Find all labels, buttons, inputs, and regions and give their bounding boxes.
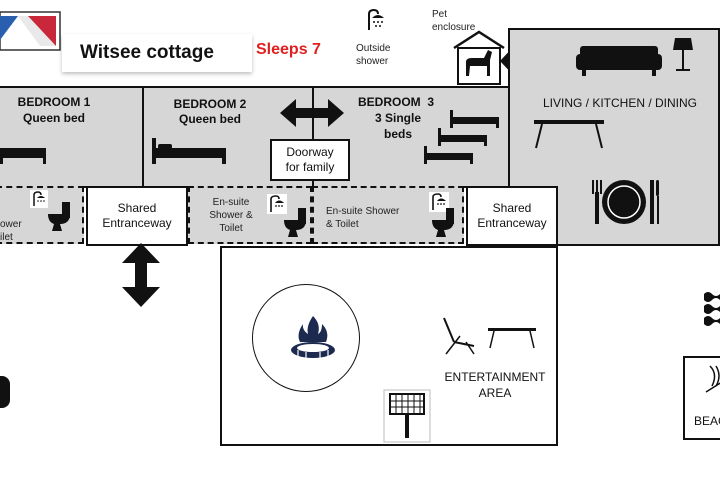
bedroom-1-bed: Queen bed bbox=[22, 111, 85, 125]
lounge-chair-icon bbox=[443, 317, 475, 355]
firepit-circle bbox=[252, 284, 360, 392]
outside-shower-label: Outside shower bbox=[356, 43, 391, 67]
logo bbox=[0, 10, 62, 62]
shower-icon bbox=[267, 194, 287, 214]
ensuite-2 bbox=[188, 186, 312, 244]
lounge-chair-icon bbox=[705, 365, 720, 393]
beach-label: BEAC bbox=[694, 414, 720, 428]
ensuite-1-label: ower ilet bbox=[0, 219, 22, 243]
table-icon bbox=[534, 120, 604, 149]
table-icon bbox=[488, 328, 536, 349]
ensuite-2-label: En-suite Shower & Toilet bbox=[209, 197, 253, 234]
bedroom-1-title: BEDROOM 1 bbox=[17, 95, 91, 109]
toilet-icon bbox=[48, 202, 70, 231]
bed-icon bbox=[450, 110, 499, 128]
logo-icon bbox=[0, 11, 61, 51]
bbq-grill-icon bbox=[383, 389, 431, 443]
horse-icon bbox=[453, 30, 505, 85]
bedroom-2-bed: Queen bed bbox=[178, 112, 241, 126]
bed-icon bbox=[424, 146, 473, 164]
shower-icon bbox=[30, 190, 48, 208]
ensuite-3-label: En-suite Shower & Toilet bbox=[326, 206, 400, 230]
toilet-icon bbox=[284, 208, 306, 237]
firepit-icon bbox=[288, 312, 338, 362]
bed-icon bbox=[438, 128, 487, 146]
bed-icon bbox=[0, 148, 46, 164]
bedroom-1 bbox=[0, 86, 144, 188]
double-arrow-icon bbox=[122, 243, 160, 307]
bedroom-3-title: BEDROOM 3 bbox=[357, 95, 434, 109]
doorway-for-family: Doorway for family bbox=[270, 139, 350, 181]
bedroom-3-bed: 3 Single beds bbox=[374, 111, 421, 141]
ensuite-1 bbox=[0, 186, 84, 244]
bed-icon bbox=[152, 138, 226, 164]
waves-icon bbox=[704, 292, 720, 326]
sleeps-label: Sleeps 7 bbox=[256, 41, 321, 58]
title-box bbox=[62, 34, 252, 72]
pet-enclosure-label: Pet enclosure bbox=[432, 9, 476, 33]
plate-cutlery-icon bbox=[592, 180, 659, 224]
shower-icon bbox=[429, 192, 449, 212]
toilet-icon bbox=[432, 208, 454, 237]
entertainment-label: ENTERTAINMENT AREA bbox=[444, 370, 546, 400]
shared-entranceway-right: Shared Entranceway bbox=[466, 186, 558, 246]
shared-entranceway-left: Shared Entranceway bbox=[86, 186, 188, 246]
shower-icon bbox=[368, 8, 384, 30]
lamp-icon bbox=[673, 38, 693, 71]
double-arrow-icon bbox=[280, 99, 344, 127]
page-title: Witsee cottage bbox=[80, 42, 214, 63]
sofa-icon bbox=[576, 46, 662, 76]
partial-edge-shape bbox=[0, 376, 10, 408]
bedroom-2-title: BEDROOM 2 bbox=[173, 97, 247, 111]
living-title: LIVING / KITCHEN / DINING bbox=[542, 96, 698, 110]
